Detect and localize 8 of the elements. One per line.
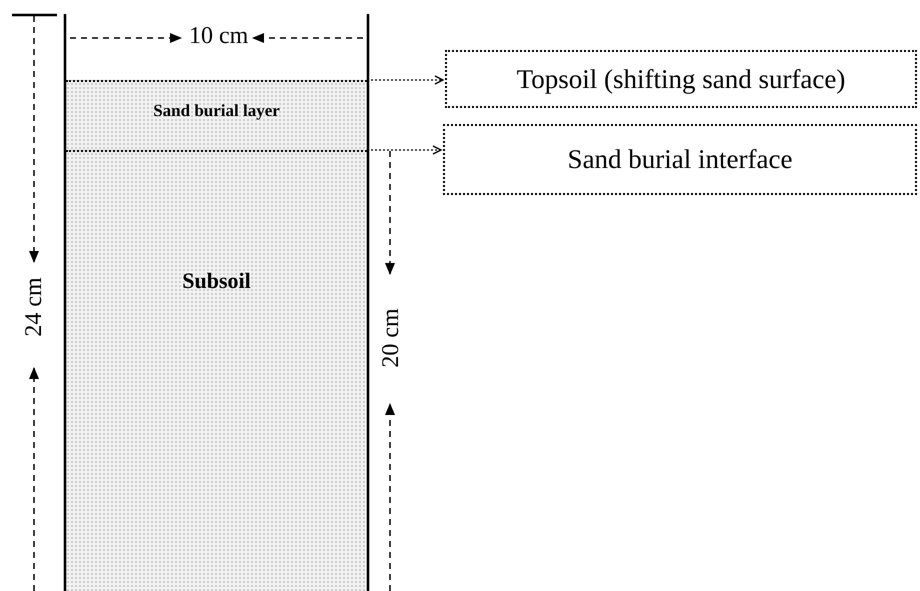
layer-label: Sand burial layer [153, 102, 280, 119]
box-label: Topsoil (shifting sand surface) [516, 66, 846, 92]
soil-layer [66, 150, 367, 591]
label-box [445, 50, 917, 108]
label-box [443, 124, 917, 195]
box-label: Sand burial interface [568, 146, 792, 173]
soil-layer [66, 80, 367, 150]
layer-label: Subsoil [182, 270, 251, 292]
